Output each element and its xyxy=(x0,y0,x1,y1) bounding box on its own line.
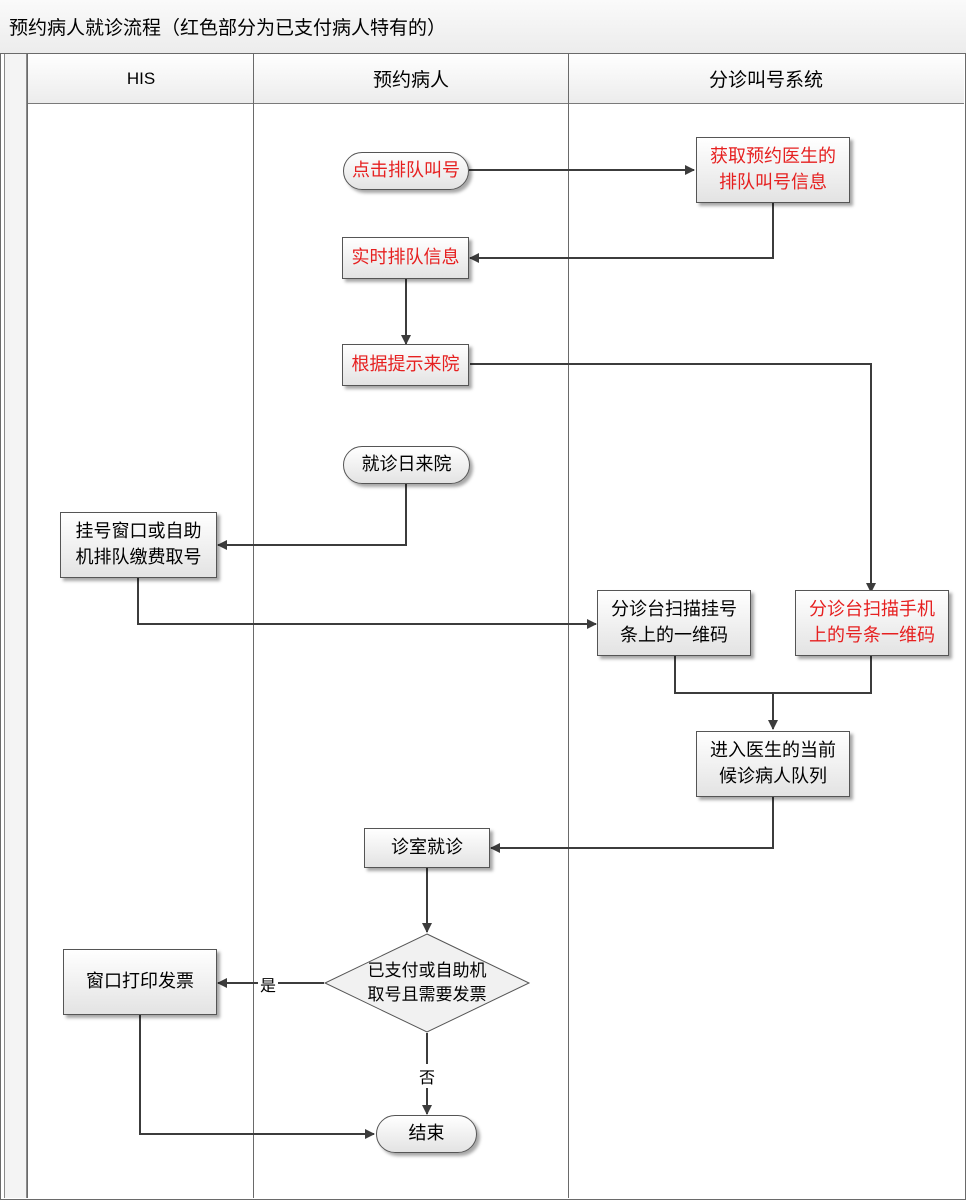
pool-gutter xyxy=(4,54,27,1198)
edge-come-to-scan-phone xyxy=(470,363,876,593)
node-register-window: 挂号窗口或自助 机排队缴费取号 xyxy=(60,512,217,578)
node-decision-label: 已支付或自助机 取号且需要发票 xyxy=(367,961,487,1005)
edge-label-no: 否 xyxy=(417,1064,438,1088)
lane-divider xyxy=(253,54,254,1198)
diagram-title: 预约病人就诊流程（红色部分为已支付病人特有的） xyxy=(9,17,447,39)
edge-visitday-to-register xyxy=(217,484,407,550)
node-come-per-prompt: 根据提示来院 xyxy=(342,344,469,386)
decision-diamond xyxy=(323,933,531,1033)
node-scan-phone-barcode: 分诊台扫描手机 上的号条一维码 xyxy=(795,590,949,656)
title-bar: 预约病人就诊流程（红色部分为已支付病人特有的） xyxy=(0,0,966,54)
lane-divider xyxy=(27,54,28,1198)
node-consult-room: 诊室就诊 xyxy=(364,828,490,868)
edge-get-to-realtime xyxy=(469,203,774,263)
node-visit-day: 就诊日来院 xyxy=(343,446,470,484)
edge-label-yes: 是 xyxy=(258,972,279,996)
node-click-queue: 点击排队叫号 xyxy=(343,152,469,190)
edge-invoice-to-end xyxy=(139,1015,375,1139)
lane-header-appointment-patient: 预约病人 xyxy=(254,54,568,104)
node-realtime-queue: 实时排队信息 xyxy=(342,237,469,279)
node-enter-queue: 进入医生的当前 候诊病人队列 xyxy=(696,731,850,797)
edge-enter-to-consult xyxy=(490,797,774,853)
node-print-invoice: 窗口打印发票 xyxy=(63,949,217,1015)
node-get-doctor-queue: 获取预约医生的 排队叫号信息 xyxy=(696,137,850,203)
edge-register-to-scan xyxy=(137,578,597,629)
node-end: 结束 xyxy=(376,1115,477,1153)
edge-scan-merge xyxy=(674,656,773,694)
lane-header-his: HIS xyxy=(28,54,254,104)
edge-scan-phone-merge xyxy=(773,656,872,694)
lane-divider xyxy=(568,54,569,1198)
lane-header-triage-system: 分诊叫号系统 xyxy=(568,54,964,104)
node-scan-barcode: 分诊台扫描挂号 条上的一维码 xyxy=(597,590,751,656)
